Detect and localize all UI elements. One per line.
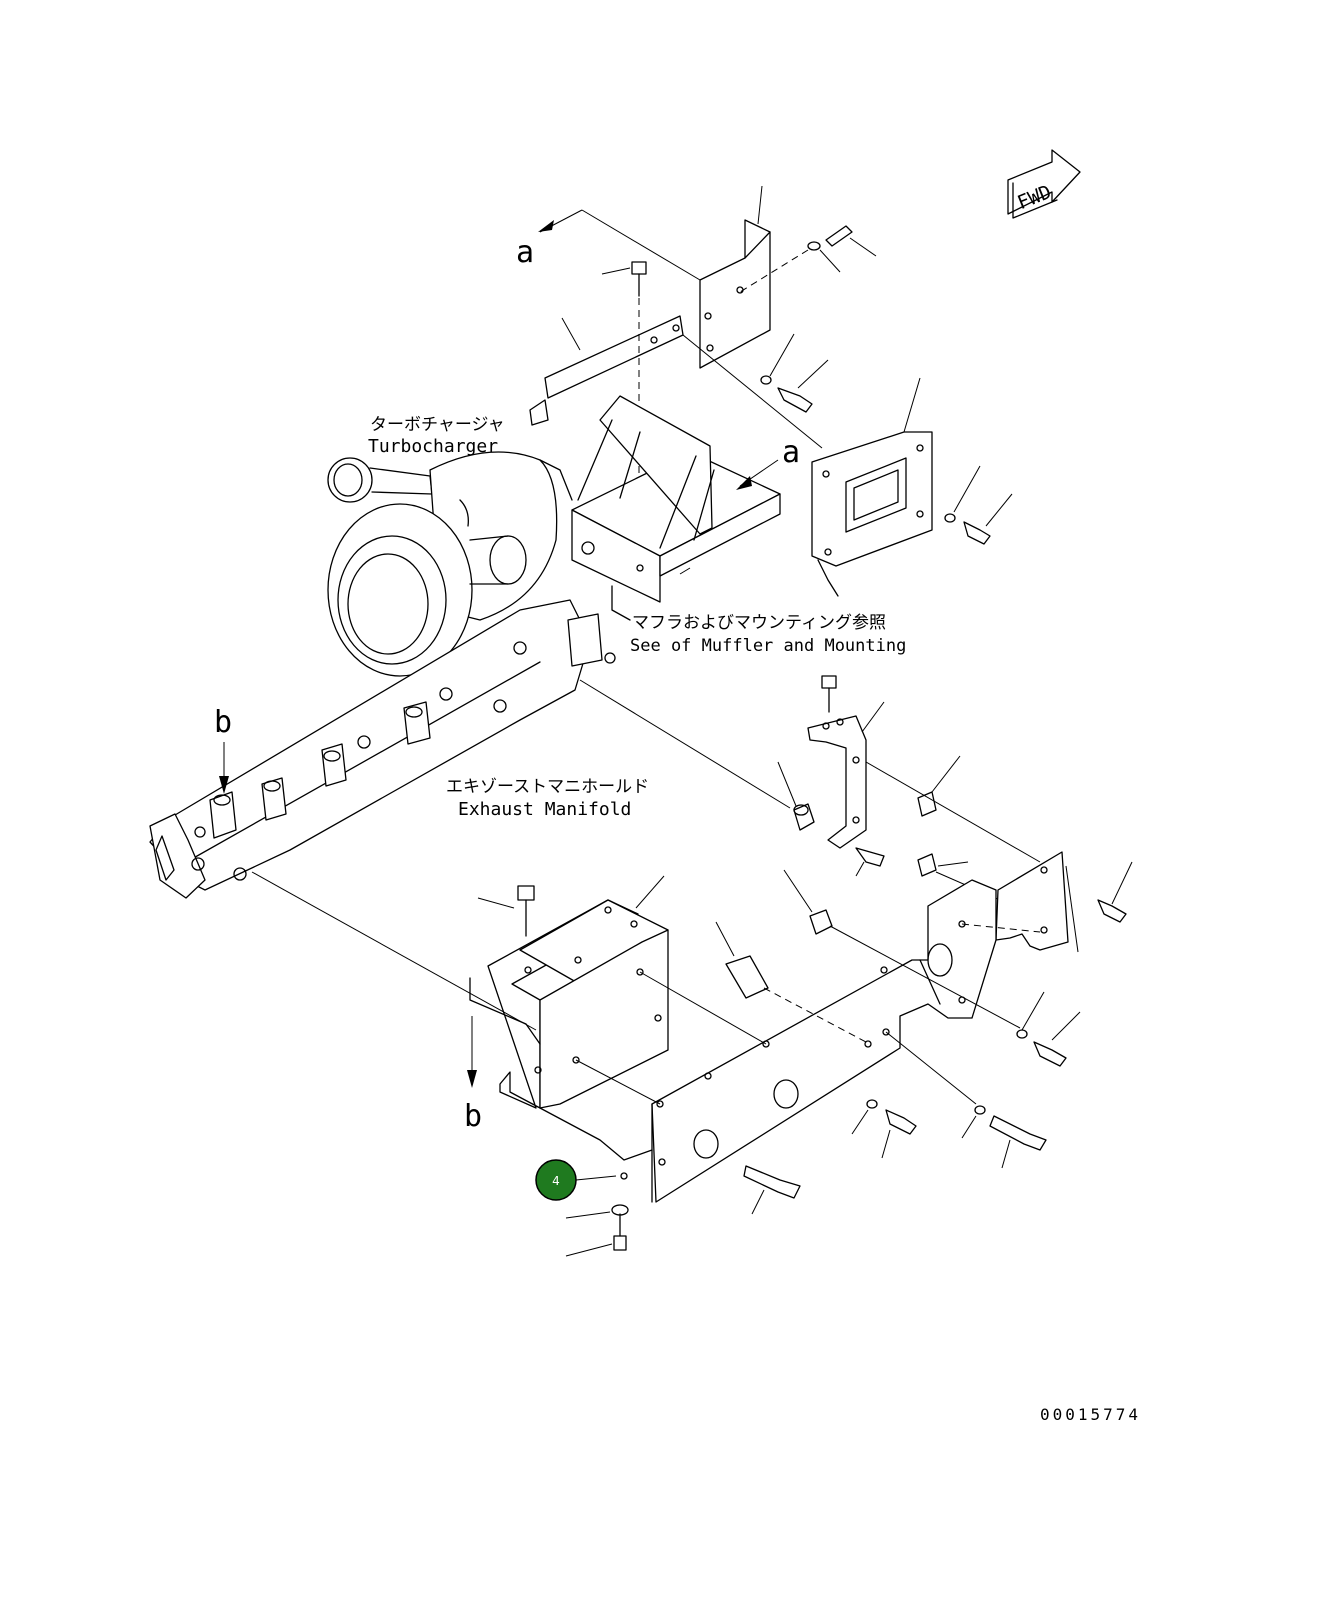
ref-b-lower-label: b bbox=[464, 1099, 482, 1134]
bolt-washer-flange bbox=[944, 465, 1013, 545]
fwd-label: FWD bbox=[1014, 181, 1054, 214]
manifold-label-jp: エキゾーストマニホールド bbox=[446, 777, 649, 797]
spacer-collars bbox=[579, 679, 1041, 999]
support-rail bbox=[529, 315, 684, 426]
fwd-arrow-icon: FWD bbox=[1007, 149, 1081, 219]
manifold-label-en: Exhaust Manifold bbox=[458, 799, 631, 820]
exhaust-manifold bbox=[149, 599, 616, 899]
frame-plate bbox=[539, 879, 997, 1203]
ref-b-upper-label: b bbox=[214, 705, 232, 740]
turbocharger-label: ターボチャージャ Turbocharger bbox=[368, 415, 505, 457]
reference-a-upper: a bbox=[516, 209, 701, 281]
reference-b-upper: b bbox=[214, 705, 232, 794]
callout-marker[interactable] bbox=[535, 1159, 577, 1201]
part-callout-4[interactable]: 4 bbox=[535, 1159, 617, 1201]
ref-a-lower-label: a bbox=[782, 435, 800, 470]
muffler-mount bbox=[571, 395, 781, 621]
dashed-alignment-lines bbox=[251, 871, 1041, 1105]
side-bracket bbox=[807, 675, 885, 849]
turbocharger-label-jp: ターボチャージャ bbox=[370, 415, 505, 435]
turbocharger-label-en: Turbocharger bbox=[368, 436, 498, 457]
reference-b-lower: b bbox=[464, 1016, 482, 1134]
bolt-washer-upper-right bbox=[739, 225, 877, 293]
turbocharger bbox=[327, 451, 573, 677]
callout-number[interactable]: 4 bbox=[552, 1174, 560, 1188]
flange-gasket bbox=[811, 377, 933, 597]
right-mounting-plate bbox=[995, 851, 1133, 953]
upper-mounting-bracket bbox=[699, 185, 771, 369]
exhaust-manifold-label: エキゾーストマニホールド Exhaust Manifold bbox=[446, 777, 649, 820]
main-lower-bracket bbox=[469, 875, 669, 1109]
bolt-washer-middle bbox=[760, 333, 829, 413]
lower-bolts bbox=[565, 991, 1081, 1257]
muffler-label-en: See of Muffler and Mounting bbox=[630, 636, 906, 656]
reference-a-lower: a bbox=[682, 334, 823, 490]
ref-a-upper-label: a bbox=[516, 235, 534, 270]
bolt-small-middle bbox=[855, 847, 885, 877]
muffler-label-jp: マフラおよびマウンティング参照 bbox=[632, 613, 886, 633]
muffler-reference-label: マフラおよびマウンティング参照 See of Muffler and Mount… bbox=[630, 613, 906, 656]
drawing-number: 00015774 bbox=[1040, 1405, 1141, 1424]
